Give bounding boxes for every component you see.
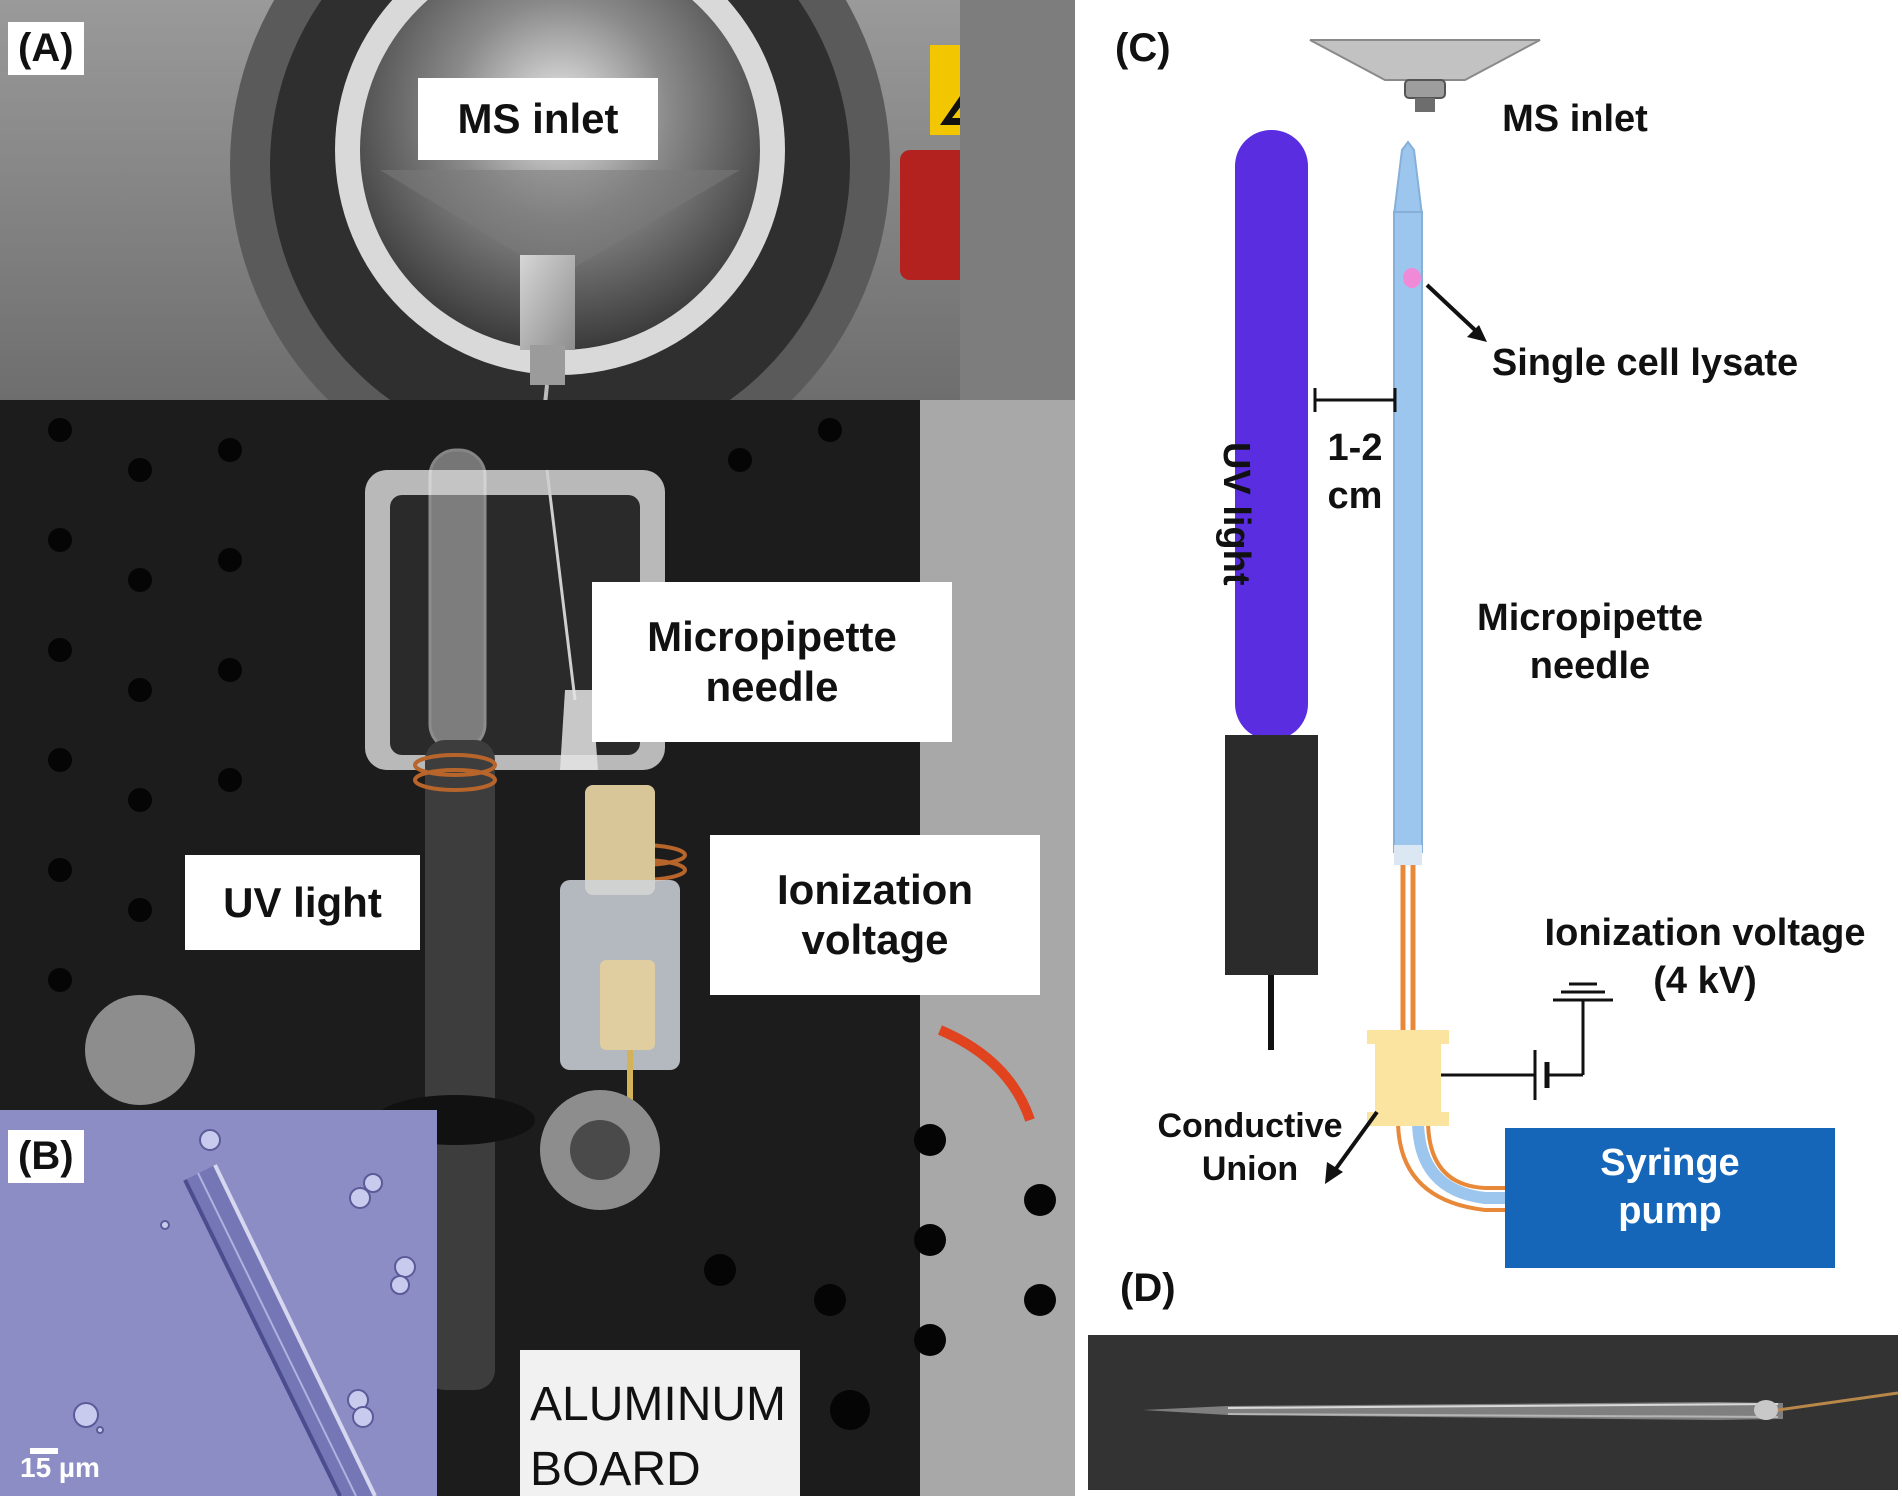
panel-d-photo xyxy=(1088,1335,1898,1490)
panel-d-letter: (D) xyxy=(1120,1266,1176,1310)
panel-a-photo: ALUMINUM BOARD (A) MS inlet Micropipette… xyxy=(0,0,1075,1496)
uv-lamp-tube xyxy=(1235,130,1308,740)
syringe-pump-text: Syringe pump xyxy=(1600,1142,1740,1232)
micropipette-needle-label: Micropipette needle xyxy=(592,582,952,742)
ionization-voltage-text: Ionization voltage (4 kV) xyxy=(1544,912,1866,1002)
uv-lamp-base xyxy=(1225,735,1318,975)
distance-text: 1-2 cm xyxy=(1327,427,1383,517)
panel-c-schematic: (C) MS inlet Single cell lysate 1-2 cm U… xyxy=(1075,0,1902,1270)
schematic-diagram xyxy=(1225,39,1835,1268)
panel-a-letter: (A) xyxy=(8,22,84,75)
uv-light-label: UV light xyxy=(185,855,420,950)
ms-inlet-text: MS inlet xyxy=(1502,98,1648,140)
panel-b-letter: (B) xyxy=(8,1130,84,1183)
scale-bar-label: 15 µm xyxy=(20,1452,100,1483)
board-label-line2: BOARD xyxy=(530,1443,701,1496)
micropipette-needle-tip xyxy=(1392,140,1424,216)
board-label-line1: ALUMINUM xyxy=(530,1378,786,1431)
single-cell-lysate-text: Single cell lysate xyxy=(1491,342,1799,384)
ms-inlet-label: MS inlet xyxy=(418,78,658,160)
conductive-union xyxy=(1375,1030,1441,1125)
syringe-pump-box xyxy=(1505,1128,1835,1268)
micropipette-needle-body xyxy=(1393,211,1423,853)
panel-b-micrograph: (B) xyxy=(0,1110,437,1496)
panel-c-letter: (C) xyxy=(1115,26,1171,70)
micropipette-needle-text: Micropipette needle xyxy=(1477,597,1703,687)
uv-light-text: UV light xyxy=(1214,441,1257,586)
needle-photo xyxy=(1088,1335,1898,1490)
ionization-voltage-label: Ionization voltage xyxy=(710,835,1040,995)
conductive-union-text: Conductive Union xyxy=(1157,1107,1343,1188)
single-cell-lysate-dot xyxy=(1403,268,1421,288)
ms-inlet-cone xyxy=(1309,39,1541,81)
